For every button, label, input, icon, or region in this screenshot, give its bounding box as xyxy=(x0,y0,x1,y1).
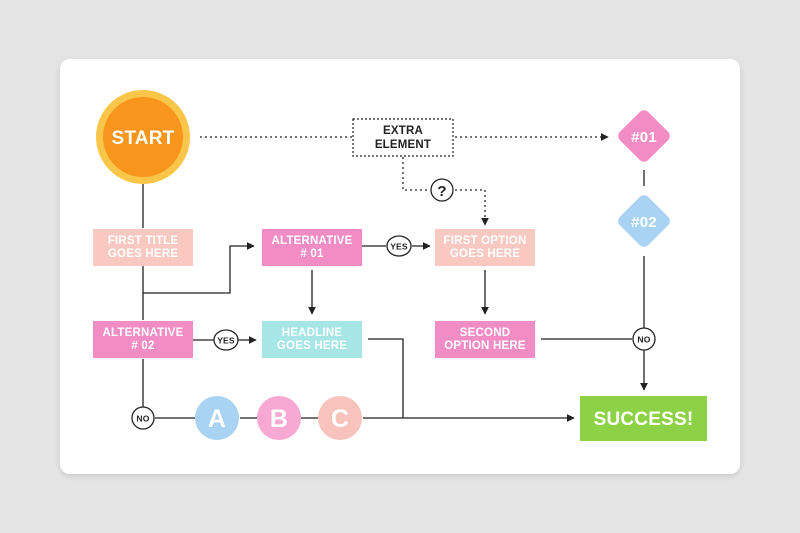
alternative-01-line2: # 01 xyxy=(300,248,324,260)
extra-element-label-line1: EXTRA xyxy=(383,125,423,137)
headline-line2: GOES HERE xyxy=(277,340,347,352)
alternative-02-line1: ALTERNATIVE xyxy=(103,327,184,339)
alternative-01-box[interactable]: ALTERNATIVE # 01 xyxy=(262,229,362,266)
first-title-line1: FIRST TITLE xyxy=(108,235,179,247)
diagram-card xyxy=(60,59,740,474)
option-a-circle[interactable]: A xyxy=(195,396,239,440)
yes-label-2: YES xyxy=(217,336,235,346)
no-label-2: NO xyxy=(637,335,650,345)
first-title-line2: GOES HERE xyxy=(108,248,178,260)
extra-element-label-line2: ELEMENT xyxy=(375,139,431,151)
connectors xyxy=(142,133,648,422)
success-box[interactable]: SUCCESS! xyxy=(580,396,707,441)
option-c-label: C xyxy=(331,405,349,433)
start-label: START xyxy=(112,128,175,149)
start-node[interactable]: START xyxy=(96,90,190,184)
yes-label-1: YES xyxy=(390,242,408,252)
second-option-line1: SECOND xyxy=(460,327,510,339)
dotted-question-to-first-option xyxy=(455,189,489,226)
option-b-label: B xyxy=(270,405,288,433)
option-b-circle[interactable]: B xyxy=(257,396,301,440)
extra-element-node[interactable]: EXTRA ELEMENT xyxy=(352,118,454,157)
first-option-line1: FIRST OPTION xyxy=(444,235,527,247)
question-node[interactable]: ? xyxy=(430,178,454,202)
no-decision-1[interactable]: NO xyxy=(131,406,155,430)
headline-box[interactable]: HEADLINE GOES HERE xyxy=(262,321,362,358)
alternative-01-line1: ALTERNATIVE xyxy=(272,235,353,247)
first-option-box[interactable]: FIRST OPTION GOES HERE xyxy=(435,229,535,266)
question-label: ? xyxy=(437,183,446,200)
step-01-label: #01 xyxy=(631,129,657,146)
option-c-circle[interactable]: C xyxy=(318,396,362,440)
yes-decision-2[interactable]: YES xyxy=(213,329,239,351)
no-label-1: NO xyxy=(136,414,149,424)
option-a-label: A xyxy=(208,405,226,433)
step-01-diamond[interactable]: #01 xyxy=(616,108,673,165)
alternative-02-box[interactable]: ALTERNATIVE # 02 xyxy=(93,321,193,358)
no-decision-2[interactable]: NO xyxy=(632,327,656,351)
first-title-box[interactable]: FIRST TITLE GOES HERE xyxy=(93,229,193,266)
success-label: SUCCESS! xyxy=(594,409,694,430)
second-option-box[interactable]: SECOND OPTION HERE xyxy=(435,321,535,358)
step-02-label: #02 xyxy=(631,214,657,231)
dotted-extra-to-question xyxy=(402,157,430,191)
line-to-alternative-01 xyxy=(143,242,255,294)
line-headline-down xyxy=(368,338,404,418)
second-option-line2: OPTION HERE xyxy=(444,340,526,352)
yes-decision-1[interactable]: YES xyxy=(386,235,412,257)
alternative-02-line2: # 02 xyxy=(131,340,154,352)
first-option-line2: GOES HERE xyxy=(450,248,520,260)
headline-line1: HEADLINE xyxy=(282,327,343,339)
step-02-diamond[interactable]: #02 xyxy=(616,193,673,250)
